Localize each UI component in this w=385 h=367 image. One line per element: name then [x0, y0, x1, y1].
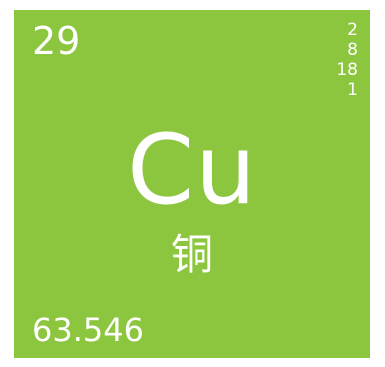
element-symbol: Cu	[127, 114, 257, 226]
electron-shells: 2 8 18 1	[336, 22, 358, 99]
atomic-mass: 63.546	[32, 311, 144, 349]
atomic-number: 29	[32, 19, 81, 63]
electron-shell-1: 2	[347, 20, 358, 40]
electron-shell-4: 1	[347, 80, 358, 100]
element-name-chinese: 铜	[170, 230, 213, 279]
element-tile: 29 2 8 18 1 Cu 铜 63.546	[14, 10, 370, 358]
electron-shell-2: 8	[347, 40, 358, 60]
electron-shell-3: 18	[336, 60, 358, 80]
